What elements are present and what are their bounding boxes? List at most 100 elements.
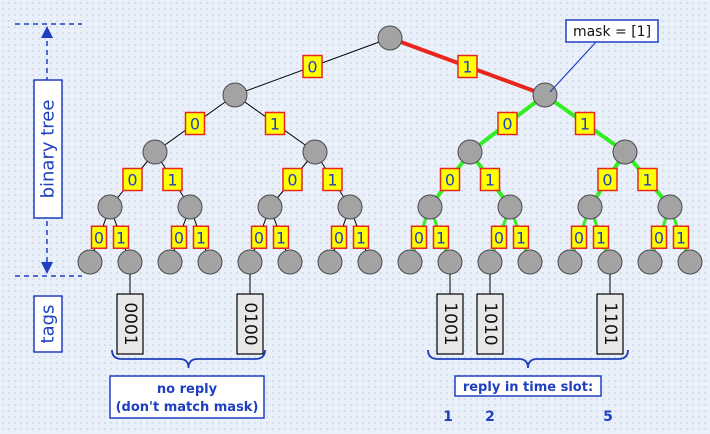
bit-text: 1 [516,228,526,247]
bit-text: 0 [494,228,504,247]
bit-text: 0 [602,171,612,190]
bit-label-0: 0 [492,226,507,248]
bit-text: 0 [502,115,512,134]
bit-label-0: 0 [283,169,302,191]
leaf-node [118,250,142,274]
bit-label-0: 0 [332,226,347,248]
tree-node [303,140,327,164]
leaf-node [238,250,262,274]
leaf-node [678,250,702,274]
tree-node [613,140,637,164]
no-reply-box: no reply (don't match mask) [110,376,264,418]
bit-label-0: 0 [186,113,205,135]
bit-label-1: 1 [638,169,657,191]
bit-text: 1 [327,171,337,190]
leaf-node [158,250,182,274]
bit-label-0: 0 [252,226,267,248]
tree-node [658,195,682,219]
bit-text: 1 [196,228,206,247]
bit-text: 0 [307,58,317,77]
bit-label-1: 1 [434,226,449,248]
time-slot-1: 1 [443,409,453,425]
bit-text: 1 [270,115,280,134]
leaf-node [478,250,502,274]
bit-label-1: 1 [323,169,342,191]
no-reply-text: no reply [157,382,218,397]
tags-text: tags [38,305,59,344]
bit-text: 1 [485,171,495,190]
leaf-node [398,250,422,274]
bit-text: 0 [190,115,200,134]
reply-slot-text: reply in time slot: [463,380,593,395]
leaf-node [278,250,302,274]
tag-code: 0001 [120,302,140,345]
tag-1001: 1001 [437,294,463,354]
bit-label-0: 0 [412,226,427,248]
reply-slot-box: reply in time slot: [455,376,601,396]
time-slot-5: 5 [603,409,613,425]
bit-label-1: 1 [458,56,477,78]
arrow-up-icon [41,26,53,38]
time-slot-2: 2 [485,409,495,425]
leaf-node [358,250,382,274]
tags-label: tags [34,296,62,352]
leaf-node [198,250,222,274]
bit-text: 0 [574,228,584,247]
bit-label-1: 1 [114,226,129,248]
tree-node [223,83,247,107]
bit-label-0: 0 [498,113,517,135]
tree-node [578,195,602,219]
bit-label-1: 1 [274,226,289,248]
tree-node [143,140,167,164]
bit-text: 0 [254,228,264,247]
bit-label-1: 1 [594,226,609,248]
bit-label-1: 1 [266,113,285,135]
mask-pointer [550,42,596,92]
bit-text: 1 [676,228,686,247]
bit-text: 1 [116,228,126,247]
no-match-text: (don't match mask) [116,400,259,415]
bit-text: 0 [654,228,664,247]
bit-text: 1 [276,228,286,247]
tree-node [533,83,557,107]
bit-text: 1 [596,228,606,247]
tag-code: 1010 [480,302,500,345]
bit-label-1: 1 [576,113,595,135]
bit-text: 1 [642,171,652,190]
bit-label-1: 1 [163,169,182,191]
bit-text: 0 [334,228,344,247]
tree-node [418,195,442,219]
leaf-node [638,250,662,274]
bit-label-1: 1 [194,226,209,248]
arrow-down-icon [41,262,53,274]
tree-node [178,195,202,219]
root-node [378,26,402,50]
bit-label-1: 1 [481,169,500,191]
tag-code: 1101 [600,302,620,345]
bit-label-1: 1 [514,226,529,248]
bit-text: 0 [414,228,424,247]
mask-callout: mask = [1] [550,20,658,92]
bit-label-1: 1 [354,226,369,248]
tag-1010: 1010 [477,294,503,354]
bit-text: 0 [174,228,184,247]
leaf-node [518,250,542,274]
leaf-node [438,250,462,274]
bit-text: 1 [356,228,366,247]
bit-label-0: 0 [572,226,587,248]
bit-label-0: 0 [92,226,107,248]
tag-code: 0100 [240,302,260,345]
bit-label-0: 0 [123,169,142,191]
bit-label-0: 0 [652,226,667,248]
leaf-node [78,250,102,274]
binary-tree-text: binary tree [38,100,59,199]
bit-label-0: 0 [303,56,322,78]
tree-node [338,195,362,219]
bit-label-0: 0 [441,169,460,191]
bit-text: 1 [167,171,177,190]
bit-text: 0 [287,171,297,190]
leaf-node [558,250,582,274]
tag-0001: 0001 [117,294,143,354]
bit-text: 1 [462,58,472,77]
